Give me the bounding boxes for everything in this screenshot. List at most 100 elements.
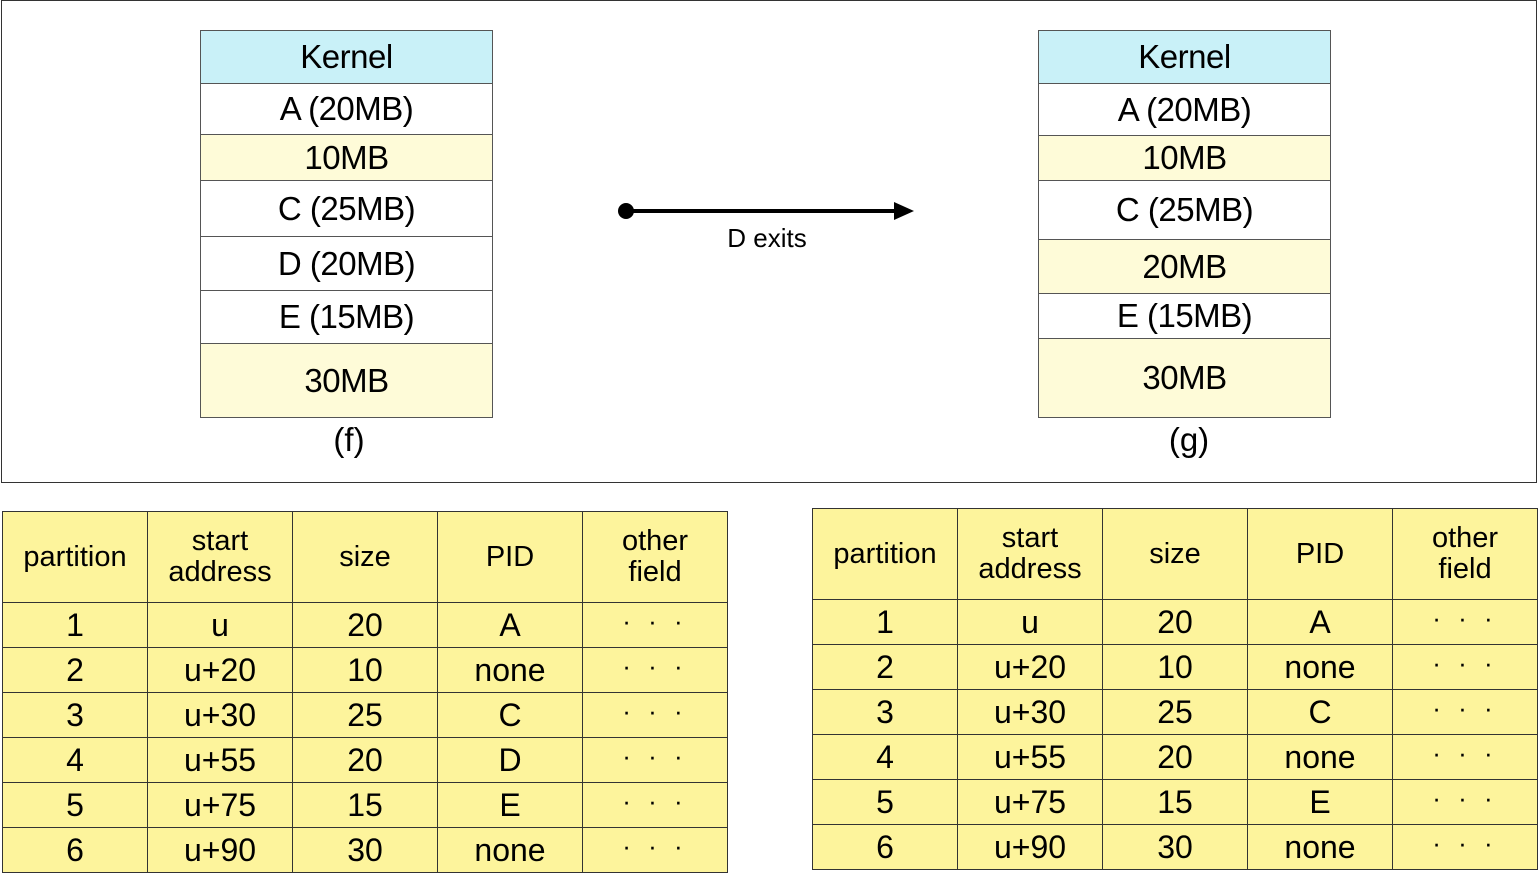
header-pid: PID bbox=[1247, 508, 1393, 600]
header-size: size bbox=[1102, 508, 1248, 600]
table-row: 3 u+30 25 C · · · bbox=[812, 689, 1538, 735]
cell-start-address: u bbox=[957, 599, 1103, 645]
memory-block-process-d: D (20MB) bbox=[201, 237, 492, 291]
cell-size: 20 bbox=[292, 737, 438, 783]
cell-pid: C bbox=[437, 692, 583, 738]
cell-pid: A bbox=[1247, 599, 1393, 645]
memory-block-process-c: C (25MB) bbox=[201, 181, 492, 237]
cell-size: 15 bbox=[292, 782, 438, 828]
cell-pid: none bbox=[1247, 734, 1393, 780]
table-row: 6 u+90 30 none · · · bbox=[2, 827, 728, 873]
cell-pid: none bbox=[1247, 824, 1393, 870]
stack-caption-g: (g) bbox=[1168, 421, 1210, 458]
header-pid: PID bbox=[437, 511, 583, 603]
transition-label: D exits bbox=[727, 223, 807, 253]
cell-partition: 1 bbox=[2, 602, 148, 648]
cell-start-address: u+20 bbox=[957, 644, 1103, 690]
header-partition: partition bbox=[812, 508, 958, 600]
cell-other-field: · · · bbox=[1392, 779, 1538, 825]
table-row: 1 u 20 A · · · bbox=[2, 602, 728, 648]
arrow-head bbox=[894, 202, 914, 220]
table-row: 6 u+90 30 none · · · bbox=[812, 824, 1538, 870]
cell-size: 25 bbox=[1102, 689, 1248, 735]
cell-start-address: u+90 bbox=[957, 824, 1103, 870]
table-row: 2 u+20 10 none · · · bbox=[812, 644, 1538, 690]
cell-partition: 5 bbox=[2, 782, 148, 828]
cell-other-field: · · · bbox=[582, 602, 728, 648]
table-row: 5 u+75 15 E · · · bbox=[2, 782, 728, 828]
cell-start-address: u+75 bbox=[957, 779, 1103, 825]
memory-block-hole: 20MB bbox=[1039, 240, 1330, 294]
cell-other-field: · · · bbox=[582, 692, 728, 738]
cell-partition: 2 bbox=[2, 647, 148, 693]
cell-pid: none bbox=[437, 647, 583, 693]
cell-start-address: u+55 bbox=[957, 734, 1103, 780]
cell-size: 20 bbox=[1102, 599, 1248, 645]
memory-diagram-panel: Kernel A (20MB) 10MB C (25MB) D (20MB) E… bbox=[1, 0, 1537, 483]
cell-start-address: u+90 bbox=[147, 827, 293, 873]
cell-start-address: u+20 bbox=[147, 647, 293, 693]
cell-partition: 5 bbox=[812, 779, 958, 825]
cell-pid: C bbox=[1247, 689, 1393, 735]
cell-partition: 4 bbox=[2, 737, 148, 783]
cell-size: 15 bbox=[1102, 779, 1248, 825]
table-row: 5 u+75 15 E · · · bbox=[812, 779, 1538, 825]
cell-other-field: · · · bbox=[582, 782, 728, 828]
header-partition: partition bbox=[2, 511, 148, 603]
table-row: 4 u+55 20 D · · · bbox=[2, 737, 728, 783]
cell-partition: 4 bbox=[812, 734, 958, 780]
cell-pid: none bbox=[1247, 644, 1393, 690]
cell-other-field: · · · bbox=[582, 827, 728, 873]
table-row: 2 u+20 10 none · · · bbox=[2, 647, 728, 693]
cell-start-address: u+30 bbox=[147, 692, 293, 738]
cell-partition: 1 bbox=[812, 599, 958, 645]
cell-pid: A bbox=[437, 602, 583, 648]
memory-block-hole: 10MB bbox=[201, 135, 492, 181]
cell-start-address: u+55 bbox=[147, 737, 293, 783]
cell-partition: 2 bbox=[812, 644, 958, 690]
cell-other-field: · · · bbox=[1392, 689, 1538, 735]
cell-partition: 3 bbox=[2, 692, 148, 738]
cell-size: 30 bbox=[292, 827, 438, 873]
memory-block-hole: 10MB bbox=[1039, 136, 1330, 181]
cell-size: 10 bbox=[1102, 644, 1248, 690]
memory-block-process-e: E (15MB) bbox=[201, 291, 492, 344]
memory-block-hole: 30MB bbox=[1039, 339, 1330, 418]
cell-size: 30 bbox=[1102, 824, 1248, 870]
table-row: 3 u+30 25 C · · · bbox=[2, 692, 728, 738]
transition-arrow bbox=[618, 202, 914, 220]
cell-other-field: · · · bbox=[1392, 734, 1538, 780]
cell-size: 10 bbox=[292, 647, 438, 693]
cell-pid: D bbox=[437, 737, 583, 783]
memory-stack-g: Kernel A (20MB) 10MB C (25MB) 20MB E (15… bbox=[1038, 30, 1331, 418]
memory-block-kernel: Kernel bbox=[1039, 31, 1330, 84]
stack-caption-f: (f) bbox=[333, 421, 365, 458]
cell-pid: E bbox=[437, 782, 583, 828]
cell-start-address: u bbox=[147, 602, 293, 648]
memory-block-process-e: E (15MB) bbox=[1039, 294, 1330, 339]
cell-other-field: · · · bbox=[1392, 824, 1538, 870]
cell-size: 25 bbox=[292, 692, 438, 738]
memory-block-hole: 30MB bbox=[201, 344, 492, 418]
table-row: 1 u 20 A · · · bbox=[812, 599, 1538, 645]
cell-partition: 3 bbox=[812, 689, 958, 735]
memory-stack-f: Kernel A (20MB) 10MB C (25MB) D (20MB) E… bbox=[200, 30, 493, 418]
cell-start-address: u+75 bbox=[147, 782, 293, 828]
cell-partition: 6 bbox=[2, 827, 148, 873]
header-size: size bbox=[292, 511, 438, 603]
cell-other-field: · · · bbox=[582, 737, 728, 783]
cell-size: 20 bbox=[292, 602, 438, 648]
memory-block-kernel: Kernel bbox=[201, 31, 492, 84]
cell-other-field: · · · bbox=[1392, 599, 1538, 645]
memory-block-process-a: A (20MB) bbox=[1039, 84, 1330, 136]
memory-block-process-c: C (25MB) bbox=[1039, 181, 1330, 240]
memory-block-process-a: A (20MB) bbox=[201, 84, 492, 135]
